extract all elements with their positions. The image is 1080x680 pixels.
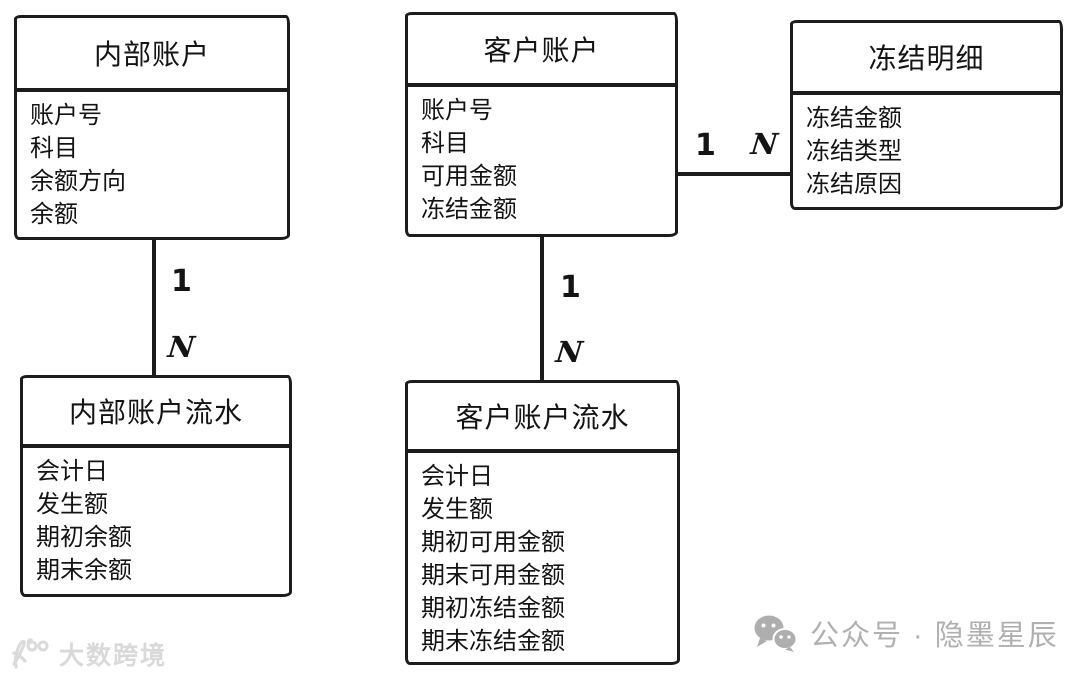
entity-field: 冻结金额	[421, 196, 517, 223]
watermark-left: 大数跨境	[10, 636, 167, 672]
entity-field: 期末冻结金额	[421, 628, 565, 655]
entity-internal-account: 内部账户 账户号科目余额方向余额	[14, 15, 290, 240]
entity-field: 期末余额	[36, 557, 132, 584]
relationship-many-label: N	[554, 335, 585, 369]
entity-title: 客户账户流水	[408, 383, 677, 453]
entity-field: 冻结类型	[806, 138, 902, 165]
entity-field: 期初冻结金额	[421, 595, 565, 622]
relationship-many-label: N	[166, 330, 197, 364]
entity-field-list: 会计日发生额期初可用金额期末可用金额期初冻结金额期末冻结金额	[408, 453, 677, 658]
entity-field: 余额方向	[30, 168, 126, 195]
relationship-one-label: 1	[171, 264, 192, 299]
entity-field: 账户号	[421, 97, 493, 124]
entity-title: 内部账户	[17, 18, 287, 92]
entity-field: 科目	[421, 130, 469, 157]
entity-field: 期初余额	[36, 524, 132, 551]
relationship-many-label: N	[749, 127, 780, 161]
relationship-line-internal	[152, 238, 156, 378]
entity-field: 期初可用金额	[421, 529, 565, 556]
relationship-line-freeze	[676, 172, 792, 176]
entity-field: 余额	[30, 201, 78, 228]
entity-field: 账户号	[30, 102, 102, 129]
dashu-logo-icon	[10, 637, 52, 671]
entity-field: 冻结原因	[806, 171, 902, 198]
watermark-right: 公众号 · 隐墨星辰	[752, 612, 1059, 654]
entity-field: 可用金额	[421, 163, 517, 190]
entity-field-list: 会计日发生额期初余额期末余额	[23, 448, 289, 587]
entity-field: 发生额	[421, 496, 493, 523]
relationship-one-label: 1	[695, 128, 716, 163]
entity-field: 发生额	[36, 491, 108, 518]
entity-customer-account-flow: 客户账户流水 会计日发生额期初可用金额期末可用金额期初冻结金额期末冻结金额	[405, 380, 680, 665]
relationship-one-label: 1	[560, 270, 581, 305]
entity-field: 会计日	[421, 463, 493, 490]
watermark-left-text: 大数跨境	[59, 642, 168, 670]
entity-field: 科目	[30, 135, 78, 162]
wechat-icon	[752, 614, 798, 652]
relationship-line-customer	[540, 235, 544, 382]
entity-freeze-detail: 冻结明细 冻结金额冻结类型冻结原因	[790, 20, 1063, 210]
entity-field: 冻结金额	[806, 105, 902, 132]
entity-field: 期末可用金额	[421, 562, 565, 589]
entity-field-list: 账户号科目可用金额冻结金额	[408, 87, 675, 226]
entity-title: 内部账户流水	[23, 378, 289, 448]
entity-title: 客户账户	[408, 15, 675, 87]
entity-title: 冻结明细	[793, 23, 1060, 95]
entity-field: 会计日	[36, 458, 108, 485]
watermark-right-text: 公众号 · 隐墨星辰	[810, 620, 1059, 652]
entity-field-list: 冻结金额冻结类型冻结原因	[793, 95, 1060, 201]
entity-field-list: 账户号科目余额方向余额	[17, 92, 287, 231]
entity-customer-account: 客户账户 账户号科目可用金额冻结金额	[405, 12, 678, 237]
entity-internal-account-flow: 内部账户流水 会计日发生额期初余额期末余额	[20, 375, 292, 597]
